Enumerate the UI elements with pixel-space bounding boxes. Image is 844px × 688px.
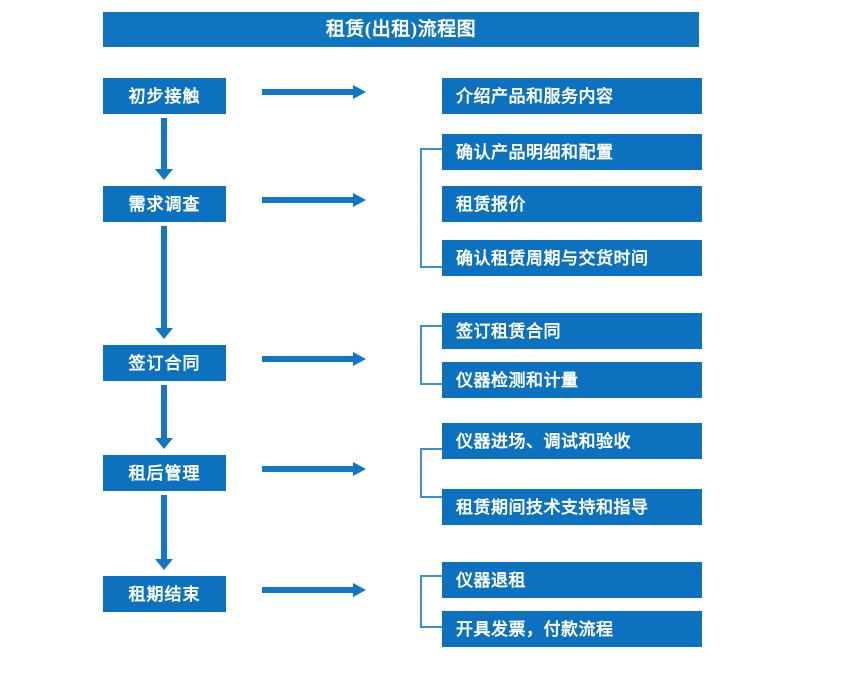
stage-connector-arrow <box>153 226 175 339</box>
stage-detail-arrow-right-icon <box>262 193 366 207</box>
arrow-shaft <box>161 226 167 328</box>
stage-detail-arrow-right-icon <box>262 583 366 597</box>
detail-node[interactable]: 开具发票，付款流程 <box>442 611 702 647</box>
arrow-shaft <box>161 118 167 169</box>
detail-group-bracket <box>420 448 442 498</box>
stage-detail-arrow-right-icon <box>262 462 366 476</box>
detail-node[interactable]: 租赁报价 <box>442 186 702 222</box>
stage-detail-arrow-right-icon <box>262 352 366 366</box>
detail-group-bracket <box>420 148 442 268</box>
detail-node[interactable]: 仪器退租 <box>442 562 702 598</box>
arrow-head-right-icon <box>353 462 366 476</box>
stage-node-3[interactable]: 签订合同 <box>103 345 226 381</box>
arrow-head-right-icon <box>353 352 366 366</box>
stage-detail-arrow-right-icon <box>262 85 366 99</box>
arrow-head-right-icon <box>353 85 366 99</box>
arrow-shaft <box>262 356 354 362</box>
arrow-head-down-icon <box>155 438 173 449</box>
stage-node-1[interactable]: 初步接触 <box>103 78 226 114</box>
arrow-shaft <box>262 89 354 95</box>
arrow-head-down-icon <box>155 328 173 339</box>
arrow-shaft <box>262 466 354 472</box>
arrow-head-down-icon <box>155 169 173 180</box>
arrow-shaft <box>262 587 354 593</box>
stage-connector-arrow <box>153 495 175 570</box>
detail-node[interactable]: 签订租赁合同 <box>442 313 702 349</box>
detail-node[interactable]: 介绍产品和服务内容 <box>442 78 702 114</box>
detail-node[interactable]: 租赁期间技术支持和指导 <box>442 489 702 525</box>
stage-connector-arrow <box>153 385 175 449</box>
detail-node[interactable]: 确认租赁周期与交货时间 <box>442 240 702 276</box>
stage-node-2[interactable]: 需求调查 <box>103 186 226 222</box>
arrow-head-right-icon <box>353 583 366 597</box>
stage-node-4[interactable]: 租后管理 <box>103 455 226 491</box>
detail-node[interactable]: 确认产品明细和配置 <box>442 134 702 170</box>
detail-node[interactable]: 仪器进场、调试和验收 <box>442 423 702 459</box>
stage-node-5[interactable]: 租期结束 <box>103 576 226 612</box>
page-title: 租赁(出租)流程图 <box>103 12 699 47</box>
arrow-shaft <box>262 197 354 203</box>
arrow-head-right-icon <box>353 193 366 207</box>
detail-group-bracket <box>420 325 442 385</box>
arrow-head-down-icon <box>155 559 173 570</box>
detail-node[interactable]: 仪器检测和计量 <box>442 362 702 398</box>
stage-connector-arrow <box>153 118 175 180</box>
arrow-shaft <box>161 385 167 438</box>
detail-group-bracket <box>420 575 442 628</box>
arrow-shaft <box>161 495 167 559</box>
